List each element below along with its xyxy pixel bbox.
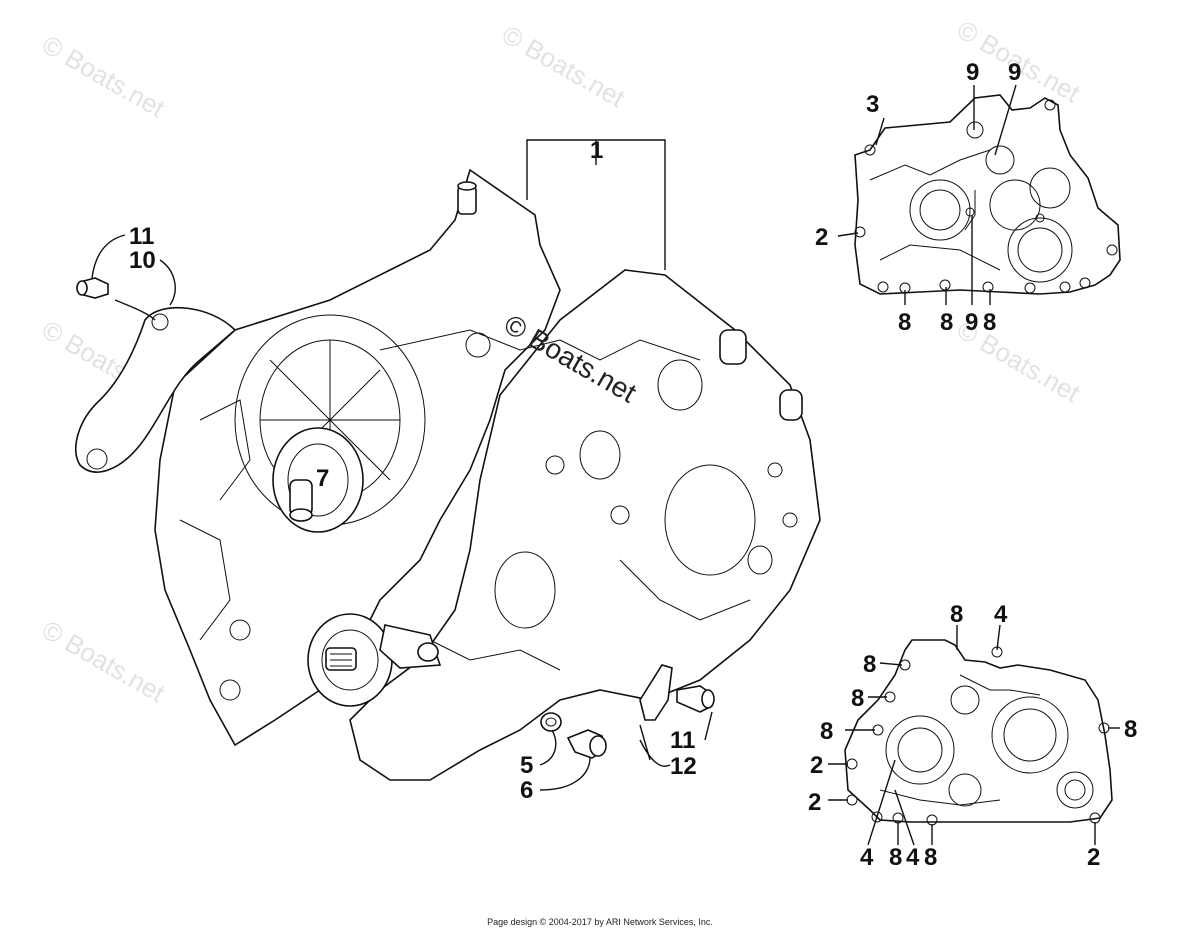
watermark-top-left: © Boats.net [37, 29, 171, 123]
callout-2-c: 2 [808, 789, 821, 816]
callout-2-top: 2 [815, 224, 828, 251]
callout-8-i: 8 [889, 844, 902, 871]
right-case-inner-view [828, 624, 1120, 846]
right-lower-bore [494, 551, 556, 629]
callout-8-j: 8 [924, 844, 937, 871]
callout-4-c: 4 [906, 844, 920, 871]
washer-5 [540, 712, 562, 732]
callout-10: 10 [129, 247, 156, 274]
watermark-bottom-left: © Boats.net [37, 614, 171, 708]
callout-8-d: 8 [950, 601, 963, 628]
callout-8-f: 8 [851, 685, 864, 712]
crankcase-assembly [154, 139, 821, 781]
callout-8-a: 8 [898, 309, 911, 336]
left-case-inner-view [837, 84, 1121, 305]
bolt-11-top [76, 277, 109, 299]
callout-8-h: 8 [1124, 716, 1137, 743]
callout-1: 1 [590, 137, 603, 164]
callout-11-top: 11 [129, 223, 154, 250]
drain-bolt-6 [566, 729, 607, 759]
callout-12: 12 [670, 753, 697, 780]
callout-6: 6 [520, 777, 533, 804]
callouts: 1 11 10 7 5 6 11 12 3 9 9 2 8 8 9 8 8 4 … [129, 59, 1137, 871]
callout-8-g: 8 [820, 718, 833, 745]
engine-bracket [75, 306, 237, 473]
callout-9-c: 9 [965, 309, 978, 336]
callout-8-e: 8 [863, 651, 876, 678]
callout-2-d: 2 [1087, 844, 1100, 871]
callout-4-a: 4 [994, 601, 1008, 628]
callout-11-bottom: 11 [670, 727, 695, 754]
right-upper-bore [579, 430, 621, 480]
callout-5: 5 [520, 752, 533, 779]
callout-4-b: 4 [860, 844, 874, 871]
watermark-top-center: © Boats.net [497, 19, 631, 113]
callout-2-b: 2 [810, 752, 823, 779]
bolt-11-bottom [676, 685, 715, 713]
callout-3: 3 [866, 91, 879, 118]
callout-9-a: 9 [966, 59, 979, 86]
callout-9-b: 9 [1008, 59, 1021, 86]
plate-12 [639, 664, 673, 721]
callout-7: 7 [316, 465, 329, 492]
callout-8-c: 8 [983, 309, 996, 336]
right-main-bore [664, 464, 756, 576]
callout-8-b: 8 [940, 309, 953, 336]
page-footer: Page design © 2004-2017 by ARI Network S… [487, 917, 713, 927]
